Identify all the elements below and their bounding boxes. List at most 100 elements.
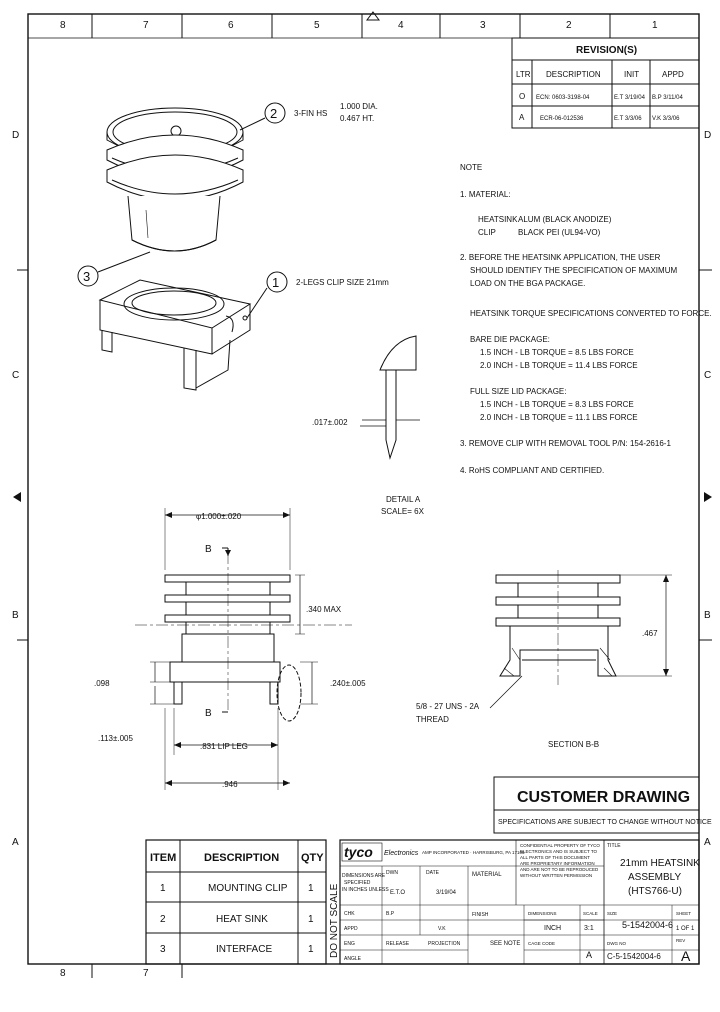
zone-top-4: 4 xyxy=(398,20,404,31)
note-torque: HEATSINK TORQUE SPECIFICATIONS CONVERTED… xyxy=(470,309,712,318)
thread-spec: 5/8 - 27 UNS - 2A xyxy=(416,702,480,711)
zone-right-b: B xyxy=(704,610,711,621)
bom-header-description: DESCRIPTION xyxy=(204,852,279,864)
title-label: TITLE xyxy=(607,843,621,849)
zone-top-2: 2 xyxy=(566,20,572,31)
note-heatsink-value: ALUM (BLACK ANODIZE) xyxy=(518,215,612,224)
callout-2-dim1: 1.000 DIA. xyxy=(340,102,378,111)
release-label: RELEASE xyxy=(386,941,410,947)
isometric-assembly-view xyxy=(77,102,288,391)
size-value: A xyxy=(586,950,592,960)
detail-a-view xyxy=(360,335,420,460)
callout-2-label: 3-FIN HS xyxy=(294,109,327,118)
section-b-b-view xyxy=(489,570,672,709)
bom-header-qty: QTY xyxy=(301,852,324,864)
note-1: 1. MATERIAL: xyxy=(460,190,511,199)
note-heatsink-label: HEATSINK xyxy=(478,215,518,224)
revision-table: REVISION(S) LTR DESCRIPTION INIT APPD O … xyxy=(511,37,700,129)
callout-3-number: 3 xyxy=(83,269,90,284)
drawing-title-line-1: 21mm HEATSINK xyxy=(620,858,700,869)
size-label: SIZE xyxy=(607,911,617,916)
zone-top-6: 6 xyxy=(228,20,234,31)
rev-row-2-init: E.T 3/3/06 xyxy=(614,116,642,122)
customer-drawing-block: CUSTOMER DRAWING SPECIFICATIONS ARE SUBJ… xyxy=(493,776,712,834)
dim-831-lip-leg: .831 LIP LEG xyxy=(200,742,248,751)
bom-row-1-item: 1 xyxy=(160,883,166,894)
dim-946: .946 xyxy=(222,780,238,789)
detail-a-dim: .017±.002 xyxy=(312,418,348,427)
see-note: SEE NOTE xyxy=(490,941,520,947)
dim-467: .467 xyxy=(642,629,658,638)
rev-value: A xyxy=(681,948,691,964)
tyco-logo: tyco xyxy=(344,844,373,860)
section-marker-b-bottom: B xyxy=(205,708,212,719)
note-2-line-2: SHOULD IDENTIFY THE SPECIFICATION OF MAX… xyxy=(470,266,677,275)
tyco-brand: Electronics xyxy=(384,850,419,857)
customer-drawing-subtitle: SPECIFICATIONS ARE SUBJECT TO CHANGE WIT… xyxy=(498,819,712,826)
bom-row-2-item: 2 xyxy=(160,914,166,925)
bill-of-materials: ITEM DESCRIPTION QTY 1 MOUNTING CLIP 1 2… xyxy=(145,839,341,965)
tyco-tagline: AMP INCORPORATED · HARRISBURG, PA 17105 xyxy=(422,850,525,855)
dwn-value: E.T.O xyxy=(390,890,405,896)
drawing-number: C-5-1542004-6 xyxy=(607,952,661,961)
zone-right-d: D xyxy=(704,130,711,141)
detail-a-title: DETAIL A xyxy=(386,495,421,504)
bom-row-3-item: 3 xyxy=(160,944,166,955)
dim-113: .113±.005 xyxy=(98,734,133,743)
rev-row-1-appd: B.P 3/11/04 xyxy=(652,95,683,101)
rev-row-1-ltr: O xyxy=(519,92,525,101)
dim-240: .240±.005 xyxy=(330,679,366,688)
section-b-b-title: SECTION B-B xyxy=(548,740,599,749)
appd-value: V.K xyxy=(438,926,446,932)
section-b-b-labels: .467 5/8 - 27 UNS - 2A THREAD SECTION B-… xyxy=(416,629,658,749)
projection-label: PROJECTION xyxy=(428,941,461,947)
date-label: DATE xyxy=(426,870,440,876)
zone-top-1: 1 xyxy=(652,20,658,31)
note-full-lid-1: 1.5 INCH - LB TORQUE = 8.3 LBS FORCE xyxy=(480,400,634,409)
property-line-2: ELECTRONICS AND IS SUBJECT TO xyxy=(520,849,598,854)
dim-note-1: DIMENSIONS ARE xyxy=(342,873,386,879)
rev-header-appd: APPD xyxy=(662,70,684,79)
notes-block: NOTE 1. MATERIAL: HEATSINK ALUM (BLACK A… xyxy=(460,163,712,475)
zone-left-b: B xyxy=(12,610,19,621)
date-value: 3/19/04 xyxy=(436,890,457,896)
front-elevation-view xyxy=(135,508,352,790)
zone-left-c: C xyxy=(12,370,19,381)
bom-row-3-description: INTERFACE xyxy=(216,944,272,955)
note-2-line-3: LOAD ON THE BGA PACKAGE. xyxy=(470,279,585,288)
revision-title: REVISION(S) xyxy=(576,45,637,56)
property-line-6: WITHOUT WRITTEN PERMISSION xyxy=(520,873,592,878)
thread-label: THREAD xyxy=(416,715,449,724)
dimensions-value: INCH xyxy=(544,925,561,932)
note-bare-die-1: 1.5 INCH - LB TORQUE = 8.5 LBS FORCE xyxy=(480,348,634,357)
note-2-line-1: 2. BEFORE THE HEATSINK APPLICATION, THE … xyxy=(460,253,661,262)
chk-label: CHK xyxy=(344,911,355,917)
note-bare-die-title: BARE DIE PACKAGE: xyxy=(470,335,550,344)
zone-right-a: A xyxy=(704,837,711,848)
zone-top-5: 5 xyxy=(314,20,320,31)
sheet-label: SHEET xyxy=(676,911,691,916)
dim-note-3: IN INCHES UNLESS xyxy=(342,887,389,893)
bom-row-2-qty: 1 xyxy=(308,914,314,925)
scale-label: SCALE xyxy=(583,911,598,916)
rev-label: REV xyxy=(676,938,685,943)
dimensions-label: DIMENSIONS xyxy=(528,911,557,916)
finish-label: FINISH xyxy=(472,912,489,918)
dim-340-max: .340 MAX xyxy=(306,605,342,614)
note-title: NOTE xyxy=(460,163,482,172)
dwg-no-label: DWG NO xyxy=(607,941,626,946)
zone-left-d: D xyxy=(12,130,19,141)
zone-top-8: 8 xyxy=(60,20,66,31)
bom-row-3-qty: 1 xyxy=(308,944,314,955)
title-block xyxy=(339,839,700,965)
angle-label: ANGLE xyxy=(344,956,362,962)
property-line-4: ARE PROPRIETARY INFORMATION xyxy=(520,861,595,866)
zone-labels: 8 7 6 5 4 3 2 1 8 7 D C B A D C B A xyxy=(12,20,711,979)
zone-bottom-8: 8 xyxy=(60,968,66,979)
material-label: MATERIAL xyxy=(472,872,502,878)
bom-header-item: ITEM xyxy=(150,852,176,864)
eng-label: ENG xyxy=(344,941,355,947)
rev-header-description: DESCRIPTION xyxy=(546,70,601,79)
part-number: 5-1542004-6 xyxy=(622,920,673,930)
drawing-title-line-2: ASSEMBLY xyxy=(628,872,681,883)
